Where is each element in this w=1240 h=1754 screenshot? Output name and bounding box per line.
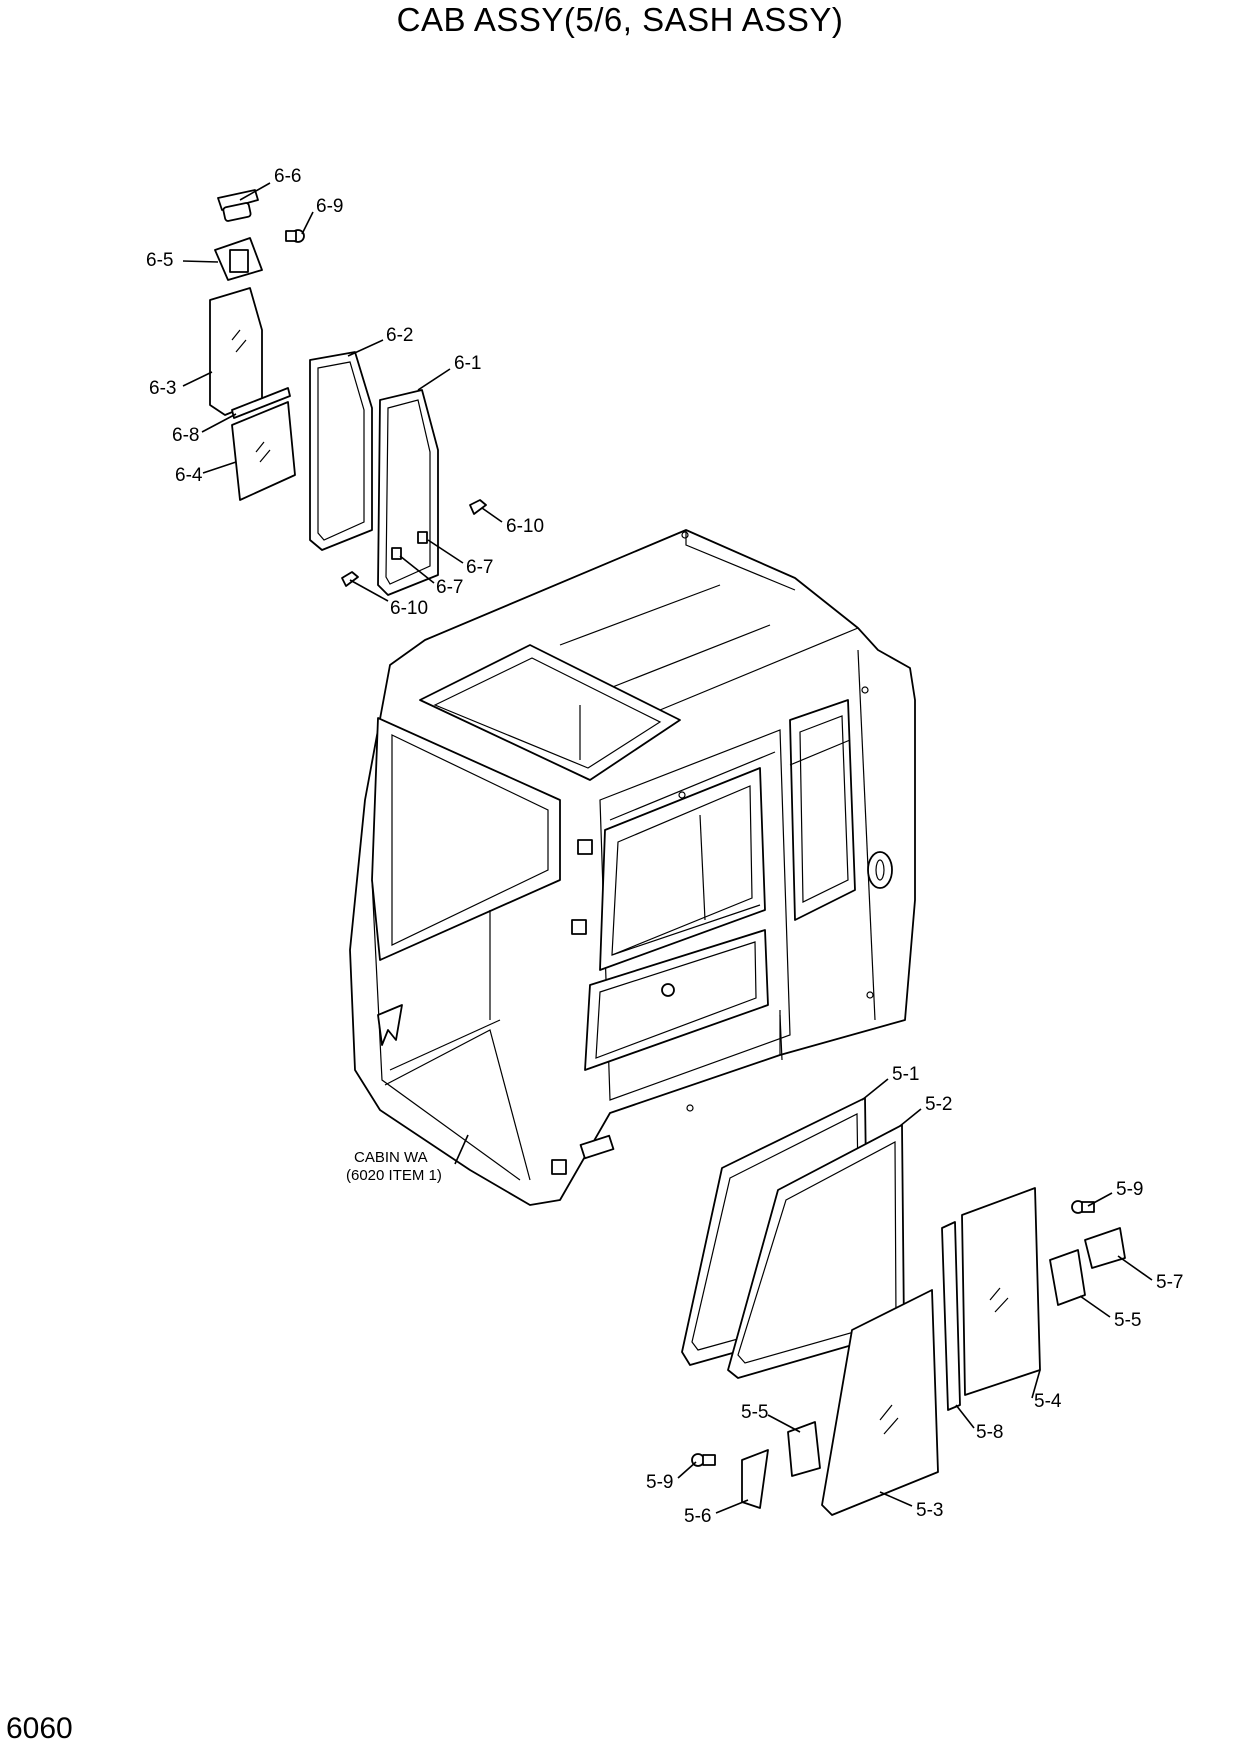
callout-6-1: 6-1 xyxy=(454,353,481,374)
callout-6-8: 6-8 xyxy=(172,425,199,446)
block-6-7b xyxy=(391,547,402,560)
callout-6-4: 6-4 xyxy=(175,465,203,486)
glass-6-4 xyxy=(231,401,296,501)
cabin-note-line2: (6020 ITEM 1) xyxy=(346,1167,442,1184)
callout-5-5-right: 5-5 xyxy=(1114,1310,1141,1331)
screw-6-10a xyxy=(469,499,487,515)
callout-5-9-left: 5-9 xyxy=(646,1472,673,1493)
sash-group-5 xyxy=(681,1097,1126,1516)
frame-5-2 xyxy=(727,1124,905,1379)
callout-5-4: 5-4 xyxy=(1034,1391,1062,1412)
callout-5-8: 5-8 xyxy=(976,1422,1003,1443)
callout-5-1: 5-1 xyxy=(892,1064,919,1085)
frame-6-2 xyxy=(309,351,373,551)
callout-labels: 6-6 6-9 6-5 6-2 6-1 6-3 6-8 6-4 6-10 6-7… xyxy=(146,166,1183,1527)
callout-6-6: 6-6 xyxy=(274,166,301,187)
callout-6-9: 6-9 xyxy=(316,196,343,217)
callout-5-7: 5-7 xyxy=(1156,1272,1183,1293)
callout-5-5-lower: 5-5 xyxy=(741,1402,768,1423)
block-6-7a xyxy=(417,531,428,544)
callout-5-3: 5-3 xyxy=(916,1500,943,1521)
callout-6-7-right: 6-7 xyxy=(466,557,493,578)
callout-6-10-left: 6-10 xyxy=(390,598,428,619)
plate-5-6 xyxy=(741,1449,769,1509)
callout-5-6: 5-6 xyxy=(684,1506,711,1527)
leader-lines xyxy=(182,182,1153,1514)
callout-5-2: 5-2 xyxy=(925,1094,952,1115)
callout-5-9-right: 5-9 xyxy=(1116,1179,1143,1200)
cabin-reference-note: CABIN WA (6020 ITEM 1) xyxy=(346,1149,442,1184)
callout-6-5: 6-5 xyxy=(146,250,173,271)
callout-6-2: 6-2 xyxy=(386,325,413,346)
callout-6-3: 6-3 xyxy=(149,378,176,399)
callout-6-10-right: 6-10 xyxy=(506,516,544,537)
sash-group-6 xyxy=(209,189,487,596)
page-number: 6060 xyxy=(6,1712,73,1745)
hinge-5-5a xyxy=(1049,1249,1086,1306)
channel-5-8 xyxy=(941,1221,961,1411)
cabin-body xyxy=(349,529,916,1206)
page-title: CAB ASSY(5/6, SASH ASSY) xyxy=(396,1,844,38)
callout-6-7-left: 6-7 xyxy=(436,577,463,598)
bracket-5-7 xyxy=(1084,1227,1126,1269)
hinge-5-5b xyxy=(787,1421,821,1477)
glass-5-4 xyxy=(961,1187,1041,1396)
screw-6-10b xyxy=(341,571,359,587)
cabin-note-line1: CABIN WA xyxy=(354,1149,428,1166)
